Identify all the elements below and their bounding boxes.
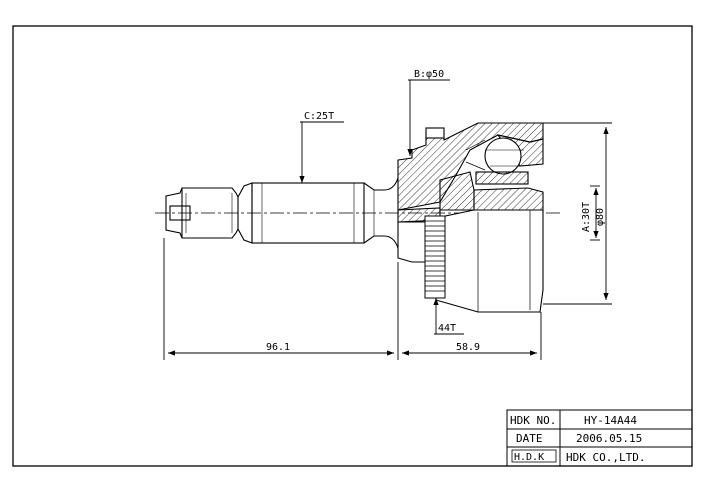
diameter-dimension — [543, 122, 612, 305]
date-key: DATE — [516, 432, 543, 445]
dim-right-label: 58.9 — [456, 342, 480, 353]
ball-cage — [465, 137, 529, 185]
company-logo: H.D.K — [514, 452, 544, 463]
joint-housing — [397, 122, 544, 313]
bore-label: B:φ50 — [414, 69, 444, 80]
spline-outer-leader — [299, 121, 344, 183]
spline-inner-label: A:30T — [581, 202, 592, 232]
hdk-no-key: HDK NO. — [510, 414, 556, 427]
date-value: 2006.05.15 — [576, 432, 642, 445]
diameter-label: φ80 — [595, 208, 606, 226]
bore-leader — [407, 79, 450, 156]
company-name: HDK CO.,LTD. — [566, 451, 645, 464]
title-block — [506, 409, 693, 467]
length-dimensions — [163, 238, 542, 360]
shaft — [165, 177, 399, 249]
hdk-no-value: HY-14A44 — [584, 414, 637, 427]
spline-outer-label: C:25T — [304, 111, 334, 122]
abs-ring-label: 44T — [438, 323, 456, 334]
abs-ring-leader — [433, 298, 464, 335]
abs-ring — [424, 215, 446, 299]
dim-left-label: 96.1 — [266, 342, 290, 353]
drawing-border — [12, 25, 693, 467]
